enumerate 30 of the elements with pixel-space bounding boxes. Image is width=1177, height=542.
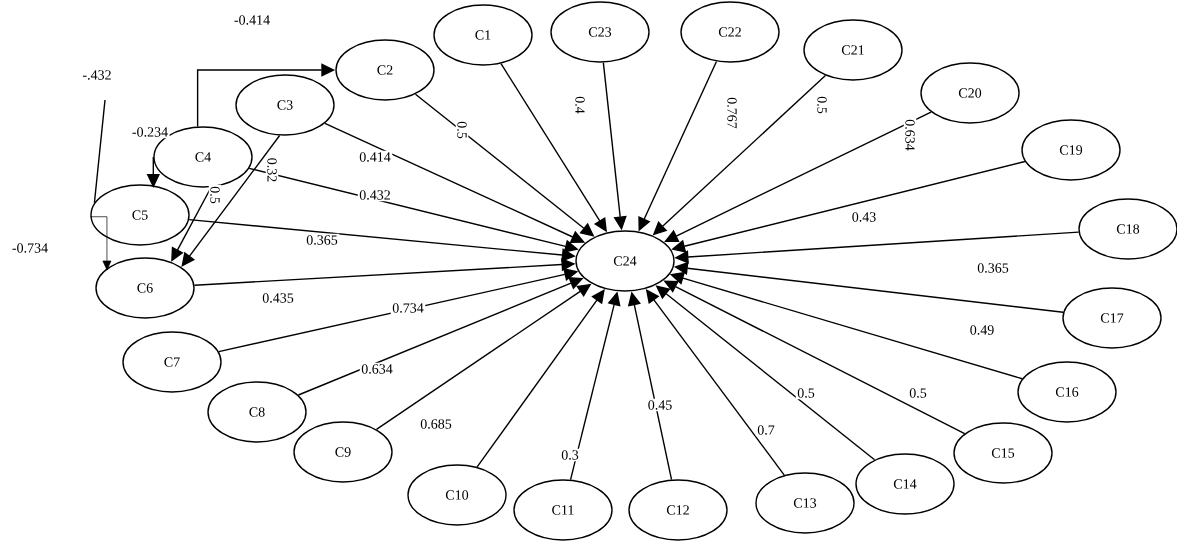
edge-label: 0.3 xyxy=(559,448,581,462)
edge-label: 0.5 xyxy=(815,94,829,116)
arrow xyxy=(476,289,605,468)
edge-label: 0.7 xyxy=(755,423,777,437)
edge-label: 0.5 xyxy=(795,386,817,400)
edge-label: -0.734 xyxy=(10,241,50,255)
edge-label: 0.634 xyxy=(903,117,917,153)
edge-label: 0.43 xyxy=(850,210,878,224)
edge-label: 0.5 xyxy=(907,386,929,400)
edge-label: 0.365 xyxy=(304,233,340,247)
edge-label: 0.45 xyxy=(646,398,674,412)
edge-label: -.432 xyxy=(80,68,114,82)
edge-label: 0.432 xyxy=(357,188,393,202)
edge-label: 0.435 xyxy=(260,291,296,305)
edge-label: 0.4 xyxy=(573,94,587,116)
edge-label: 0.734 xyxy=(390,301,426,315)
edge-label: 0.365 xyxy=(975,261,1011,275)
edge-label: -0.234 xyxy=(130,125,170,139)
edge-label: 0.5 xyxy=(455,119,469,141)
edge-label: 0.414 xyxy=(357,150,393,164)
edge-label: 0.767 xyxy=(725,95,739,131)
arrow xyxy=(181,134,281,267)
edge-label: 0.49 xyxy=(968,323,996,337)
edge-label: -0.414 xyxy=(232,13,272,27)
edge-label: 0.5 xyxy=(208,184,222,206)
arrow xyxy=(90,216,112,271)
arrow xyxy=(664,111,932,242)
edge-label: 0.32 xyxy=(265,156,279,184)
edge-label: 0.634 xyxy=(359,362,395,376)
edge-label: 0.685 xyxy=(418,417,454,431)
